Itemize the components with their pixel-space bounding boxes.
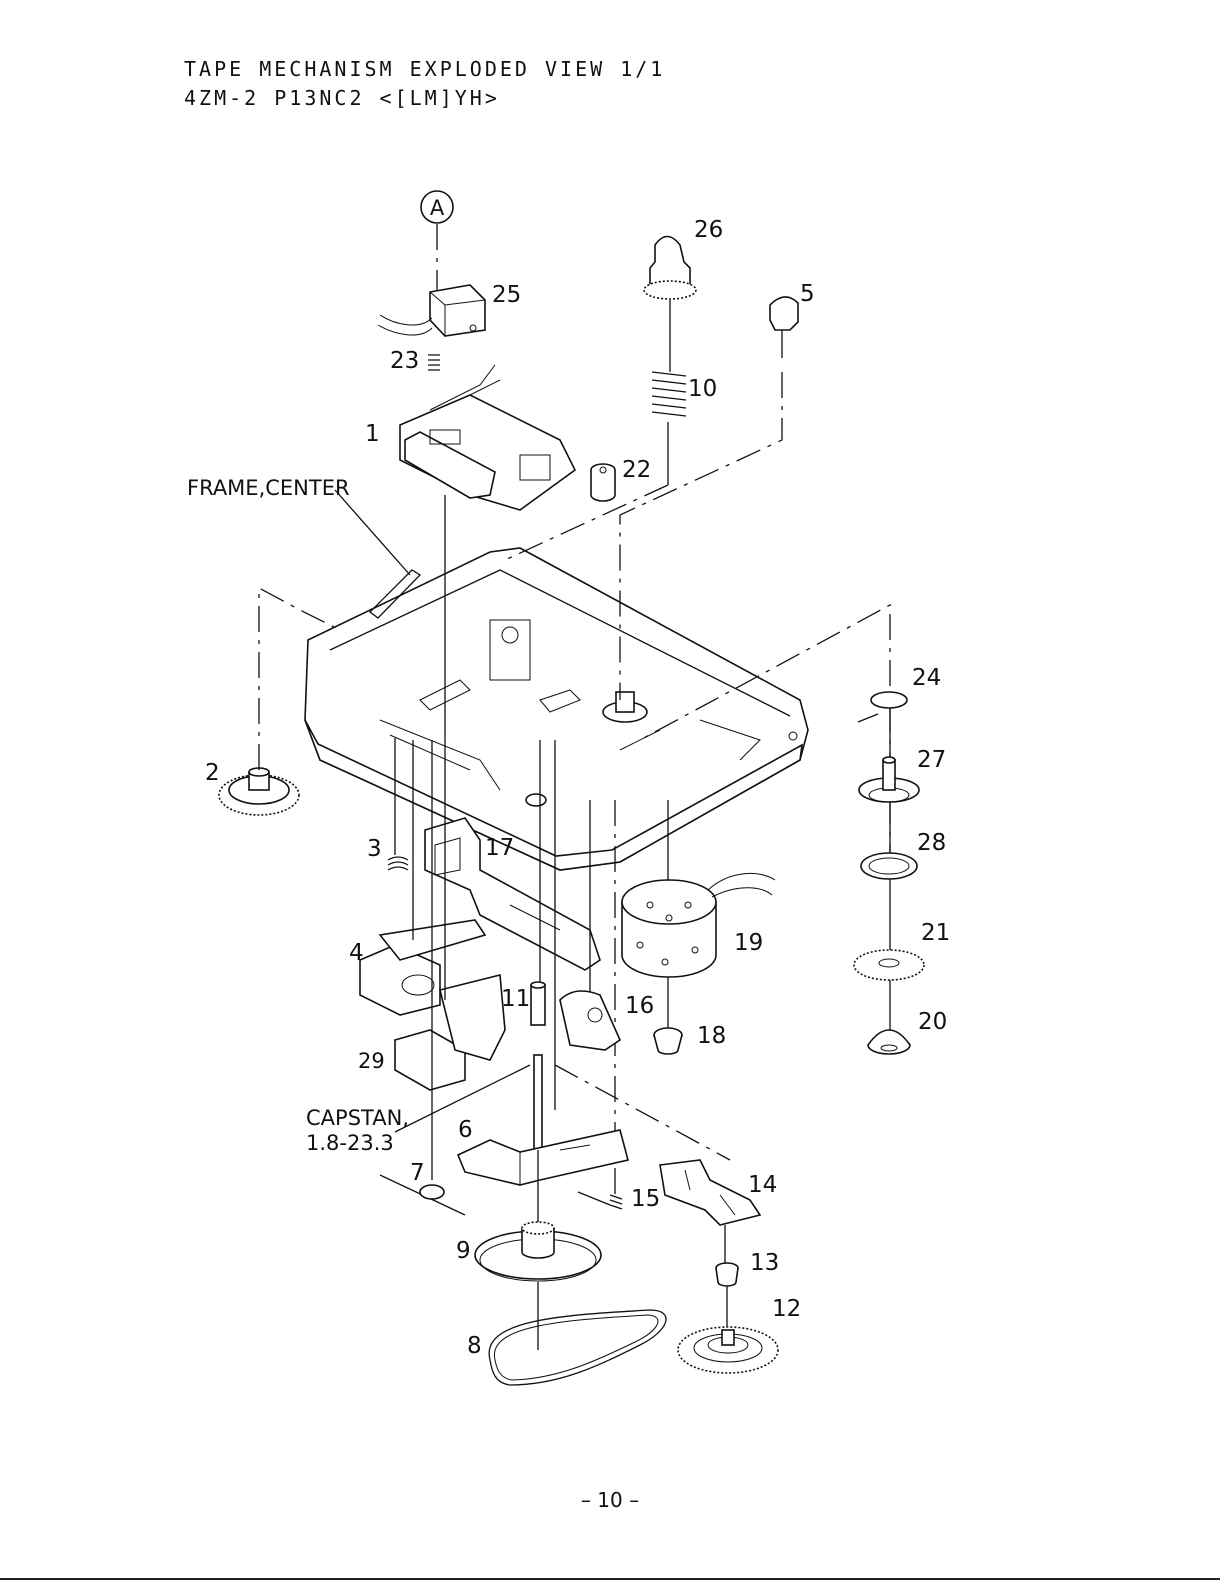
- part-1-head-block: [400, 365, 575, 510]
- part-13-bushing: [716, 1263, 738, 1330]
- part-number-4: 4: [349, 940, 364, 966]
- part-6-pinch-arm: [458, 1130, 628, 1185]
- part-number-9: 9: [456, 1238, 471, 1264]
- part-number-21: 21: [921, 920, 950, 946]
- part-12-reel-gear: [678, 1327, 778, 1373]
- part-27-reel-shaft: [859, 757, 919, 802]
- part-16-clutch: [560, 991, 620, 1050]
- part-number-17: 17: [485, 835, 514, 861]
- part-number-7: 7: [410, 1160, 425, 1186]
- part-number-27: 27: [917, 747, 946, 773]
- part-7-ring: [420, 1185, 444, 1199]
- part-26-reel-cone: [644, 237, 696, 373]
- part-24-ring: [858, 692, 907, 722]
- part-number-29: 29: [358, 1049, 385, 1073]
- part-number-19: 19: [734, 930, 763, 956]
- part-22-roller: [591, 464, 615, 501]
- part-number-23: 23: [390, 348, 419, 374]
- part-number-28: 28: [917, 830, 946, 856]
- page-number: – 10 –: [0, 1488, 1220, 1512]
- part-15-spring: [610, 1195, 622, 1209]
- part-number-18: 18: [697, 1023, 726, 1049]
- part-23-spring: [428, 355, 440, 370]
- part-25-solenoid: [378, 285, 485, 336]
- capstan-label-line2: 1.8-23.3: [306, 1131, 394, 1155]
- reference-marker-label: A: [430, 196, 445, 220]
- part-number-2: 2: [205, 760, 220, 786]
- frame-center-part: [305, 548, 808, 870]
- part-number-5: 5: [800, 281, 815, 307]
- part-number-16: 16: [625, 993, 654, 1019]
- part-21-gear: [854, 950, 924, 980]
- capstan-label-line1: CAPSTAN,: [306, 1106, 409, 1130]
- part-number-26: 26: [694, 217, 723, 243]
- bottom-rule: [0, 1578, 1220, 1580]
- frame-center-leader: [335, 490, 410, 575]
- part-number-8: 8: [467, 1333, 482, 1359]
- part-19-motor: [622, 873, 775, 977]
- part-number-14: 14: [748, 1172, 777, 1198]
- part-number-6: 6: [458, 1117, 473, 1143]
- part-number-25: 25: [492, 282, 521, 308]
- part-8-belt: [489, 1310, 666, 1385]
- part-18-pulley: [654, 1028, 682, 1054]
- part-number-10: 10: [688, 376, 717, 402]
- frame-center-label: FRAME,CENTER: [187, 476, 350, 500]
- part-number-20: 20: [918, 1009, 947, 1035]
- part-number-11: 11: [501, 986, 530, 1012]
- part-28-washer: [861, 853, 917, 879]
- part-20-cap: [868, 1030, 910, 1054]
- part-number-1: 1: [365, 421, 380, 447]
- part-number-13: 13: [750, 1250, 779, 1276]
- part-number-12: 12: [772, 1296, 801, 1322]
- part-number-15: 15: [631, 1186, 660, 1212]
- part-14-bracket: [660, 1160, 760, 1265]
- reference-marker-a: A: [421, 191, 453, 290]
- part-number-3: 3: [367, 836, 382, 862]
- part-number-24: 24: [912, 665, 941, 691]
- part-number-22: 22: [622, 457, 651, 483]
